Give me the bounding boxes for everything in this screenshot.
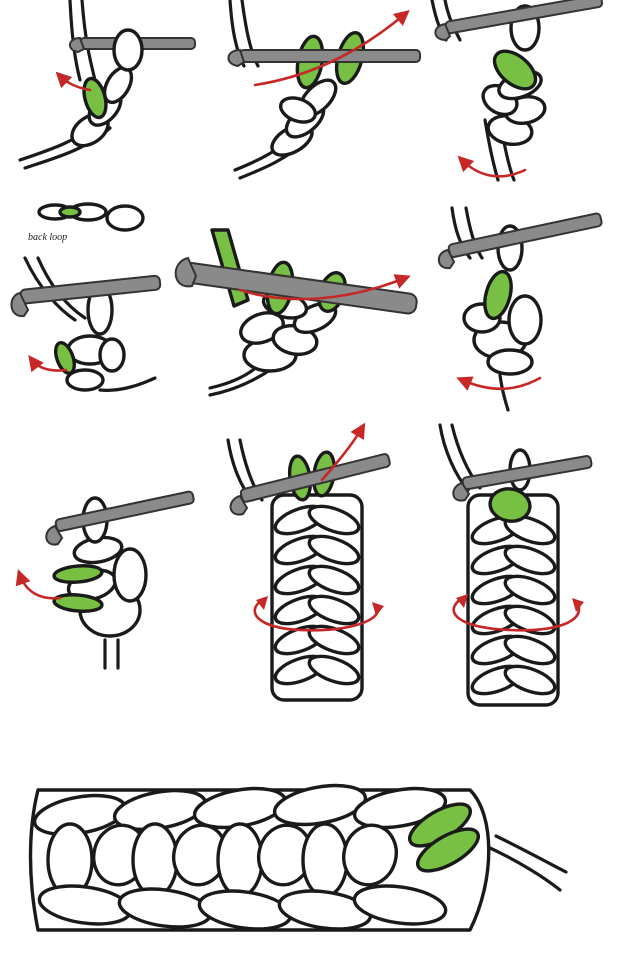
step-2-panel — [228, 0, 420, 178]
step-7-panel — [20, 491, 194, 668]
step-8-panel — [228, 428, 391, 700]
step-1-panel — [20, 0, 195, 168]
step-5-panel — [176, 230, 418, 395]
finished-cord — [31, 779, 567, 934]
step-4-panel — [11, 258, 160, 390]
back-loop-label: back loop — [28, 232, 67, 243]
crochet-hook-icon — [55, 491, 194, 532]
cord-stitches — [32, 779, 449, 934]
step-6-panel — [439, 208, 602, 410]
back-loop-inset: back loop — [28, 204, 143, 243]
step-3-panel — [432, 0, 603, 180]
crochet-hook-icon — [240, 50, 420, 62]
step-9-panel — [440, 425, 592, 705]
